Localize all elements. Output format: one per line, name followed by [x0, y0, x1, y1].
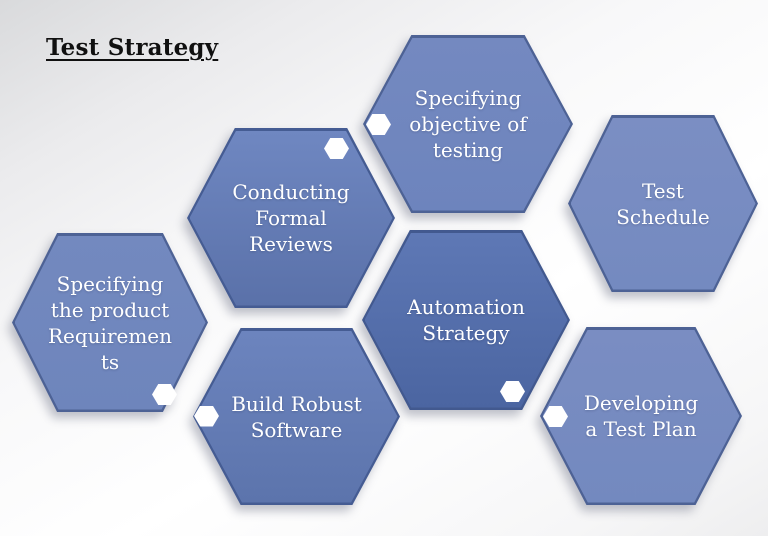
- hexagon-label: Conducting Formal Reviews: [232, 180, 350, 256]
- hexagon-fill: [365, 37, 571, 211]
- hexagon-label: Test Schedule: [616, 178, 710, 229]
- hexagon-build-robust-software: Build Robust Software: [193, 328, 400, 505]
- hexagon-specifying-objective-of-testing: Specifying objective of testing: [363, 35, 573, 213]
- hexagon-test-schedule: Test Schedule: [568, 115, 758, 292]
- hexagon-fill: [14, 235, 206, 410]
- hexagon-specifying-product-requirements: Specifying the product Requiremen ts: [12, 233, 208, 412]
- hexagon-label: Developing a Test Plan: [583, 391, 699, 441]
- hexagon-icon: [500, 381, 525, 402]
- hexagon-fill: [542, 329, 740, 503]
- hexagon-fill: [195, 330, 398, 503]
- hexagon-label: Specifying the product Requiremen ts: [47, 271, 173, 374]
- hexagon-label: Build Robust Software: [231, 391, 362, 442]
- hexagon-automation-strategy: Automation Strategy: [362, 230, 570, 410]
- hexagon-label: Automation Strategy: [407, 295, 525, 345]
- hexagon-icon: [152, 384, 177, 405]
- hexagon-icon: [324, 138, 349, 159]
- hexagon-developing-a-test-plan: Developing a Test Plan: [540, 327, 742, 505]
- hexagon-fill: [364, 232, 568, 408]
- hexagon-icon: [366, 114, 391, 135]
- hexagon-icon: [194, 405, 219, 427]
- hexagon-conducting-formal-reviews: Conducting Formal Reviews: [187, 128, 395, 308]
- hexagon-fill: [189, 130, 393, 306]
- hexagon-label: Specifying objective of testing: [409, 86, 527, 162]
- hexagon-fill: [570, 117, 756, 290]
- page-title: Test Strategy: [46, 34, 219, 61]
- hexagon-icon: [543, 406, 568, 427]
